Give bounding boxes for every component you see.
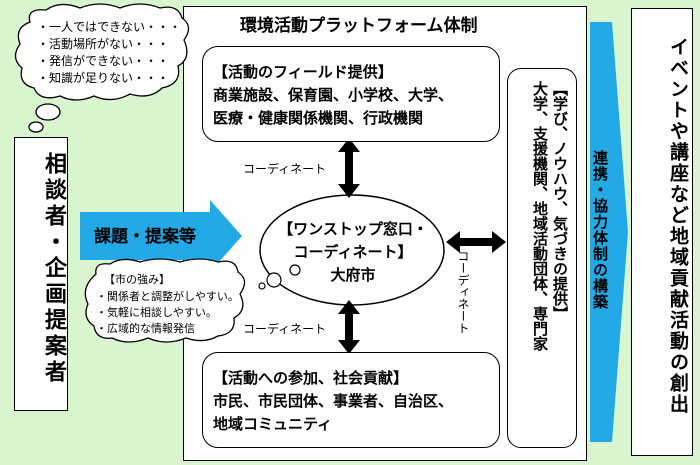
collaboration-arrow (590, 22, 628, 442)
thought-dot-large (266, 272, 282, 288)
strength-text: ・関係者と調整がしやすい。 ・気軽に相談しやすい。 ・広域的な情報発信 (96, 290, 239, 335)
field-provision-box: 【活動のフィールド提供】 商業施設、保育園、小学校、大学、 医療・健康関係機関、… (202, 46, 500, 142)
consultant-text: 相談者・企画提案者 (41, 152, 66, 386)
proposal-label: 課題・提案等 (94, 227, 196, 247)
coordinate-label-right: コーディネート (456, 250, 470, 334)
coordinate-arrow-right (446, 231, 506, 253)
thought-dot-medium (289, 264, 301, 276)
consultant-box: 相談者・企画提案者 (14, 137, 68, 411)
coordinate-arrow-bottom (338, 300, 360, 354)
proposal-arrow (80, 200, 242, 272)
coordinate-label-top: コーディネート (243, 162, 327, 176)
coordinate-arrow-top (338, 138, 360, 198)
field-provision-text: 【活動のフィールド提供】 商業施設、保育園、小学校、大学、 医療・健康関係機関、… (213, 63, 454, 127)
thought-dot-small (258, 282, 266, 290)
participation-box: 【活動への参加、社会貢献】 市民、市民団体、事業者、自治区、 地域コミュニティ (202, 352, 500, 448)
coordinate-label-bottom: コーディネート (243, 322, 327, 336)
participation-text: 【活動への参加、社会貢献】 市民、市民団体、事業者、自治区、 地域コミュニティ (213, 369, 454, 433)
worry-text: ・一人ではできない・・・ ・活動場所がない・・・ ・発信ができない・・・ ・知識… (37, 20, 182, 85)
knowledge-provision-box: 【学び、ノウハウ、気づきの提供】 大学、支援機関、地域活動団体、専門家 (507, 68, 577, 448)
strength-title: 【市の強み】 (104, 273, 170, 286)
collaboration-label: 連携・協力体制の構築 (591, 150, 609, 310)
outcome-box: イベントや講座など地域貢献活動の創出 (631, 8, 693, 456)
platform-title: 環境活動プラットフォーム体制 (240, 16, 478, 36)
outcome-text: イベントや講座など地域貢献活動の創出 (667, 37, 689, 415)
strength-cloud (84, 258, 246, 343)
worry-cloud (14, 3, 190, 133)
knowledge-provision-text: 【学び、ノウハウ、気づきの提供】 大学、支援機関、地域活動団体、専門家 (531, 81, 569, 351)
one-stop-window-text: 【ワンストップ窓口・ コーディネート】 大府市 (278, 220, 428, 284)
